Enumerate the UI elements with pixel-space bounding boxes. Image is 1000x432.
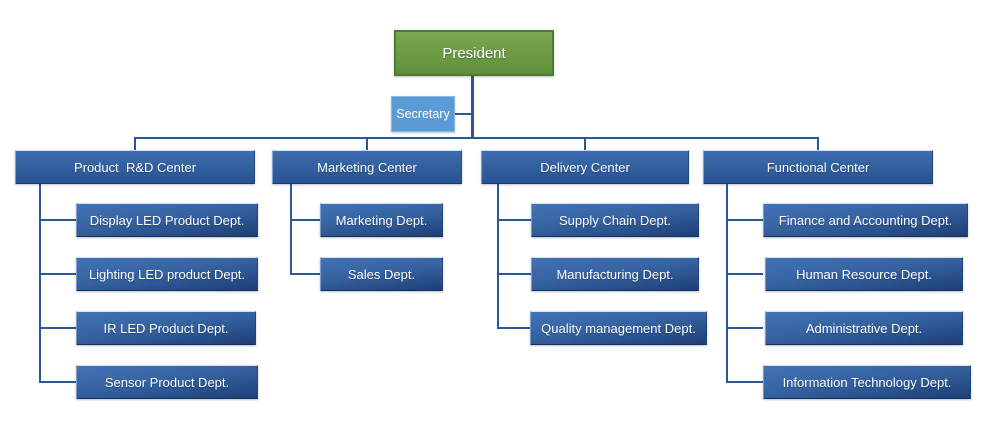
connector-col1-stub-3 xyxy=(39,327,76,329)
connector-col4-stub-1 xyxy=(726,219,763,221)
node-center-functional[interactable]: Functional Center xyxy=(703,150,933,184)
connector-col2-trunk xyxy=(290,183,292,275)
node-dept-lighting-led[interactable]: Lighting LED product Dept. xyxy=(76,257,258,291)
connector-stub-center-2 xyxy=(366,137,368,151)
node-dept-marketing[interactable]: Marketing Dept. xyxy=(320,203,443,237)
node-dept-human-resource[interactable]: Human Resource Dept. xyxy=(765,257,963,291)
node-dept-sales[interactable]: Sales Dept. xyxy=(320,257,443,291)
connector-col4-trunk xyxy=(726,183,728,383)
connector-col1-trunk xyxy=(39,183,41,383)
node-dept-supply-chain[interactable]: Supply Chain Dept. xyxy=(531,203,699,237)
connector-col1-stub-4 xyxy=(39,381,76,383)
node-center-product-rd[interactable]: Product R&D Center xyxy=(15,150,255,184)
connector-col2-stub-1 xyxy=(290,219,320,221)
connector-col4-stub-2 xyxy=(726,273,763,275)
node-center-delivery[interactable]: Delivery Center xyxy=(481,150,689,184)
connector-stub-center-3 xyxy=(584,137,586,151)
connector-trunk-horizontal xyxy=(134,137,819,139)
node-dept-sensor[interactable]: Sensor Product Dept. xyxy=(76,365,258,399)
connector-president-vertical xyxy=(471,75,474,139)
node-dept-administrative[interactable]: Administrative Dept. xyxy=(765,311,963,345)
connector-secretary xyxy=(455,113,472,115)
node-dept-information-technology[interactable]: Information Technology Dept. xyxy=(763,365,971,399)
connector-col2-stub-2 xyxy=(290,273,320,275)
node-dept-finance-accounting[interactable]: Finance and Accounting Dept. xyxy=(763,203,968,237)
connector-stub-center-1 xyxy=(134,137,136,151)
node-dept-ir-led[interactable]: IR LED Product Dept. xyxy=(76,311,256,345)
connector-col4-stub-4 xyxy=(726,381,763,383)
node-secretary[interactable]: Secretary xyxy=(391,96,455,132)
connector-col3-trunk xyxy=(497,183,499,329)
node-dept-quality-management[interactable]: Quality management Dept. xyxy=(530,311,707,345)
node-dept-manufacturing[interactable]: Manufacturing Dept. xyxy=(531,257,699,291)
connector-stub-center-4 xyxy=(817,137,819,151)
node-center-marketing[interactable]: Marketing Center xyxy=(272,150,462,184)
node-president[interactable]: President xyxy=(394,30,554,76)
connector-col1-stub-2 xyxy=(39,273,76,275)
node-dept-display-led[interactable]: Display LED Product Dept. xyxy=(76,203,258,237)
connector-col4-stub-3 xyxy=(726,327,763,329)
connector-col3-stub-2 xyxy=(497,273,531,275)
connector-col3-stub-1 xyxy=(497,219,531,221)
connector-col3-stub-3 xyxy=(497,327,530,329)
connector-col1-stub-1 xyxy=(39,219,76,221)
